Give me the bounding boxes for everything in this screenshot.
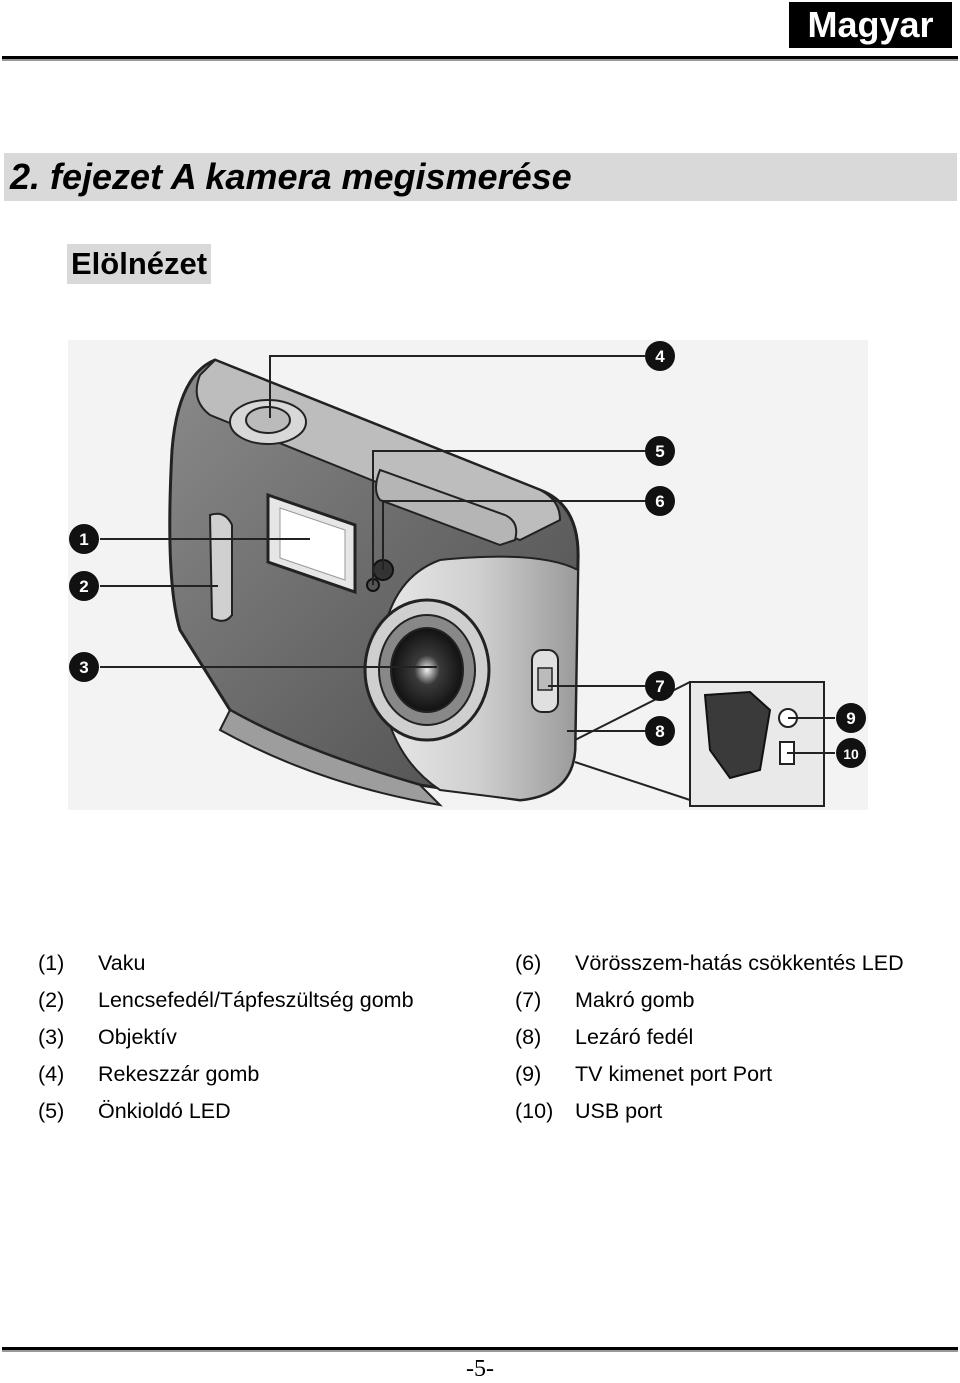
callout-9: 9 [836,703,866,733]
io-port-inset [574,681,825,807]
legend-number: (4) [38,1062,65,1086]
legend-item: (1) Vaku [38,945,414,982]
page-number: -5- [466,1356,494,1382]
legend-item: (3) Objektív [38,1019,414,1056]
legend-number: (8) [515,1025,542,1049]
legend-item: (8) Lezáró fedél [515,1019,904,1056]
legend-label: Vaku [98,951,146,975]
callout-3-label: 3 [79,658,88,677]
shutter-button-shape [229,399,307,445]
legend-number: (6) [515,951,542,975]
callout-1: 1 [69,524,99,554]
callout-8: 8 [645,716,675,746]
callout-2: 2 [69,571,99,601]
bottom-divider [2,1347,958,1352]
legend-item: (7) Makró gomb [515,982,904,1019]
legend-label: Vörösszem-hatás csökkentés LED [575,951,904,975]
legend-label: Önkioldó LED [98,1099,231,1123]
viewfinder-window [375,468,518,547]
legend-item: (2) Lencsefedél/Tápfeszültség gomb [38,982,414,1019]
callout-4: 4 [645,341,675,371]
legend-item: (4) Rekeszzár gomb [38,1056,414,1093]
top-divider [2,56,958,61]
section-title: Elölnézet [67,244,212,284]
camera-illustration: 1 2 3 4 5 6 7 8 [68,340,868,810]
legend-number: (7) [515,988,542,1012]
legend-number: (3) [38,1025,65,1049]
legend-number: (9) [515,1062,542,1086]
legend-item: (6) Vörösszem-hatás csökkentés LED [515,945,904,982]
callout-10-label: 10 [843,746,859,762]
callout-10: 10 [836,738,866,768]
legend-item: (5) Önkioldó LED [38,1093,414,1130]
lens-cover-slider [208,512,233,622]
callout-2-label: 2 [79,577,88,596]
legend-item: (9) TV kimenet port Port [515,1056,904,1093]
legend-left-column: (1) Vaku (2) Lencsefedél/Tápfeszültség g… [38,945,414,1130]
camera-front-view-figure: 1 2 3 4 5 6 7 8 [0,330,960,820]
legend-number: (5) [38,1099,65,1123]
legend-label: Makró gomb [575,988,695,1012]
callout-7: 7 [645,671,675,701]
callout-4-label: 4 [655,347,665,366]
chapter-title: 2. fejezet A kamera megismerése [10,156,572,197]
legend-number: (2) [38,988,65,1012]
legend-label: Lencsefedél/Tápfeszültség gomb [98,988,414,1012]
legend-label: Rekeszzár gomb [98,1062,260,1086]
callout-7-label: 7 [655,677,664,696]
legend-item: (10) USB port [515,1093,904,1130]
legend-label: Objektív [98,1025,177,1049]
callout-5-label: 5 [655,442,664,461]
language-badge: Magyar [789,2,952,48]
chapter-header-bar [4,153,957,201]
legend-number: (1) [38,951,65,975]
lens-shape [363,598,491,742]
callout-6: 6 [645,486,675,516]
legend-label: Lezáró fedél [575,1025,694,1049]
callout-6-label: 6 [655,492,664,511]
legend-label: USB port [575,1099,663,1123]
macro-switch-shape [531,649,559,713]
callout-5: 5 [645,436,675,466]
legend-number: (10) [515,1099,554,1123]
leader-lines [100,355,835,754]
legend-label: TV kimenet port Port [575,1062,773,1086]
callout-9-label: 9 [846,709,855,728]
callout-8-label: 8 [655,722,664,741]
callout-1-label: 1 [79,530,88,549]
legend-right-column: (6) Vörösszem-hatás csökkentés LED (7) M… [515,945,904,1130]
callout-3: 3 [69,652,99,682]
